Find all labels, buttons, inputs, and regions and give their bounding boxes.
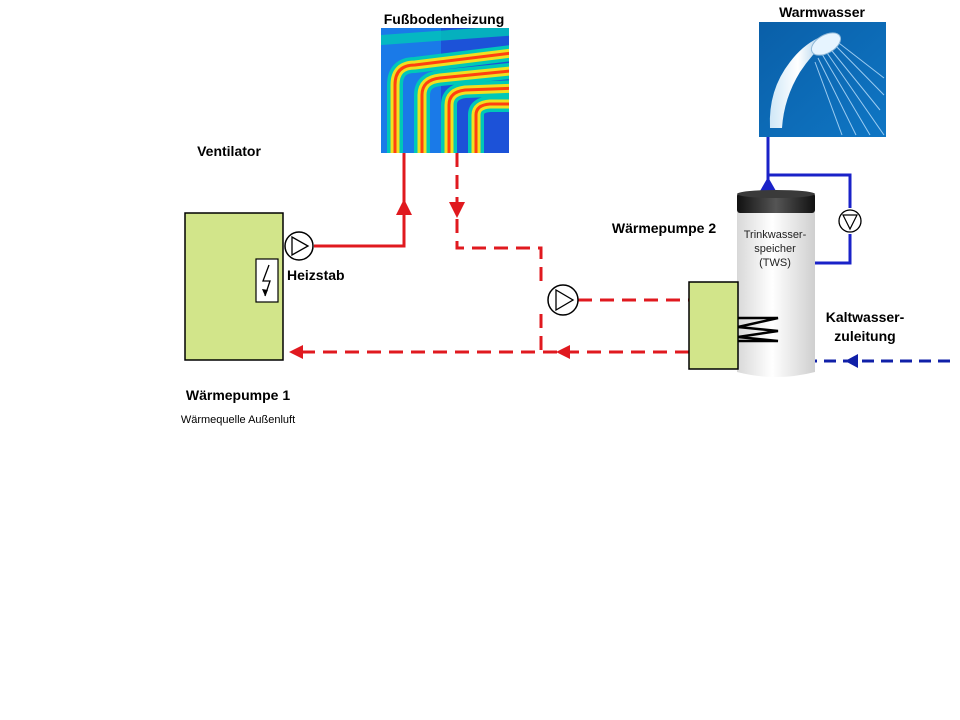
shower-head-image [759, 22, 886, 137]
lightning-icon [262, 264, 271, 297]
heat-pump-1-source-label: Wärmequelle Außenluft [181, 414, 295, 426]
heat-exchanger-coil-icon [737, 316, 779, 343]
underfloor-heating-image [381, 28, 509, 153]
cold-water-label-line-1: Kaltwasser- [826, 309, 905, 325]
circulation-pump-2 [547, 284, 579, 316]
tank-label-line-1: Trinkwasser- [744, 229, 807, 241]
hot-water-circulation-pump [838, 209, 862, 233]
cold-water-supply-pipe [810, 354, 950, 368]
pump-icon [838, 209, 862, 233]
flow-arrow-down-return [449, 202, 465, 218]
heat-pump-1-label: Wärmepumpe 1 [186, 387, 290, 403]
flow-arrow-left-return-2 [289, 345, 303, 359]
pump-icon [547, 284, 579, 316]
flow-arrow-up-supply [396, 199, 412, 215]
cold-water-label-line-2: zuleitung [834, 328, 895, 344]
circulation-pump-1 [284, 231, 314, 261]
tank-label-line-2: speicher [754, 243, 796, 255]
hot-water-label: Warmwasser [779, 4, 865, 20]
fan-label: Ventilator [197, 143, 261, 159]
heating-rod-symbol [255, 258, 279, 303]
heating-rod-label: Heizstab [287, 267, 345, 283]
hot-water-flow-arrow [760, 177, 776, 191]
underfloor-heating-label: Fußbodenheizung [384, 11, 505, 27]
heat-pump-2-unit [688, 281, 739, 370]
pump-icon [284, 231, 314, 261]
heat-pump-2-label: Wärmepumpe 2 [612, 220, 716, 236]
potable-water-storage-tank [737, 190, 815, 377]
flow-arrow-left-return-1 [556, 345, 570, 359]
heating-supply-pipe [314, 153, 406, 248]
tank-label-line-3: (TWS) [759, 257, 791, 269]
heating-return-pipes [296, 153, 689, 354]
